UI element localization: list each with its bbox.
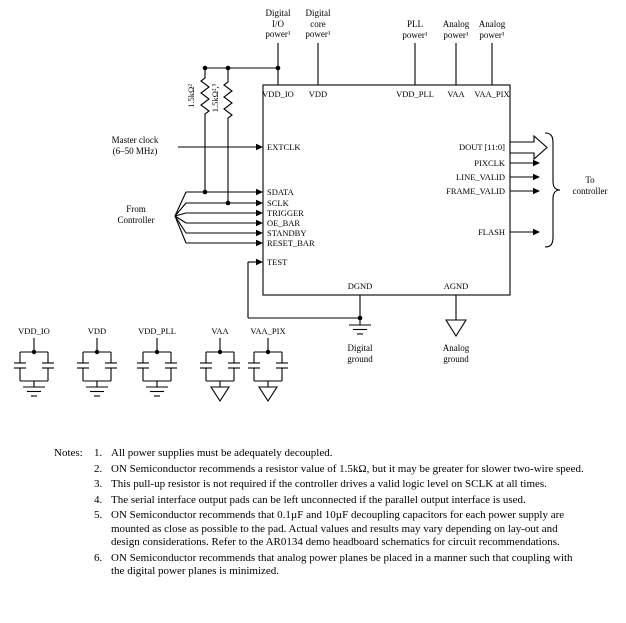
- pullup-resistor-right: [223, 68, 233, 203]
- label-master-clock: Master clock (6–50 MHz): [111, 135, 159, 156]
- note-text: This pull-up resistor is not required if…: [111, 478, 547, 490]
- pin-standby: STANDBY: [267, 228, 307, 238]
- label-to-controller: To controller: [572, 175, 608, 196]
- note-item: 5. ON Semiconductor recommends that 0.1µ…: [94, 509, 585, 550]
- pin-pixclk: PIXCLK: [474, 158, 505, 168]
- label-from-controller: From Controller: [117, 204, 155, 225]
- note-text: All power supplies must be adequately de…: [111, 447, 333, 459]
- pin-extclk: EXTCLK: [267, 142, 301, 152]
- note-text: ON Semiconductor recommends that analog …: [111, 551, 573, 578]
- note-text: The serial interface output pads can be …: [111, 493, 526, 506]
- input-wires: [174, 146, 360, 319]
- decoupling-group-vddpll: [137, 338, 177, 397]
- note-item: 4. The serial interface output pads can …: [94, 494, 585, 508]
- analog-ground-symbol: [445, 319, 467, 338]
- power-wires: [205, 43, 493, 85]
- note-item: 2. ON Semiconductor recommends a resisto…: [94, 463, 585, 477]
- digital-ground-symbol: [349, 324, 371, 335]
- sensor-chip-outline: [262, 84, 511, 296]
- output-arrowheads: [533, 159, 540, 236]
- note-number: 5.: [94, 509, 103, 521]
- pin-frame-valid: FRAME_VALID: [446, 186, 505, 196]
- pin-sdata: SDATA: [267, 187, 294, 197]
- note-item: 6. ON Semiconductor recommends that anal…: [94, 552, 585, 579]
- rail-vaa: VAA: [211, 326, 229, 336]
- pin-agnd: AGND: [443, 281, 469, 291]
- notes-list: 1. All power supplies must be adequately…: [94, 447, 585, 579]
- label-analog-ground: Analog ground: [442, 343, 470, 364]
- resistor-value-left: 1.5kΩ²: [186, 84, 196, 108]
- note-number: 1.: [94, 447, 103, 459]
- label-digital-ground: Digital ground: [347, 343, 373, 364]
- rail-vdd-io: VDD_IO: [18, 326, 50, 336]
- pin-oe-bar: OE_BAR: [267, 218, 301, 228]
- rail-vdd-pll: VDD_PLL: [138, 326, 176, 336]
- pin-flash: FLASH: [478, 227, 505, 237]
- junction-dots: [202, 65, 363, 321]
- resistor-value-right: 1.5kΩ²,³: [210, 83, 220, 113]
- pin-sclk: SCLK: [267, 198, 289, 208]
- pin-line-valid: LINE_VALID: [456, 172, 505, 182]
- pin-dgnd: DGND: [347, 281, 373, 291]
- pullup-resistor-left: [200, 68, 210, 192]
- note-number: 2.: [94, 462, 103, 475]
- label-analog-power-vaa: Analog power¹: [442, 19, 470, 40]
- dout-bus-arrow: [509, 134, 548, 161]
- note-item: 3. This pull-up resistor is not required…: [94, 478, 585, 492]
- pin-vaa-pix: VAA_PIX: [474, 89, 510, 99]
- output-group-brace: [544, 132, 561, 248]
- decoupling-group-vaapix: [248, 338, 288, 403]
- decoupling-group-vaa: [200, 338, 240, 403]
- decoupling-group-vddio: [14, 338, 54, 397]
- input-arrowheads: [256, 143, 263, 266]
- pin-dout: DOUT [11:0]: [458, 142, 505, 152]
- note-number: 6.: [94, 551, 103, 564]
- label-pll-power: PLL power¹: [402, 19, 428, 40]
- rail-vdd: VDD: [87, 326, 107, 336]
- note-number: 3.: [94, 478, 103, 490]
- label-analog-power-vaapix: Analog power¹: [478, 19, 506, 40]
- pin-vaa: VAA: [447, 89, 465, 99]
- output-wires: [509, 134, 548, 233]
- note-text: ON Semiconductor recommends a resistor v…: [111, 462, 584, 475]
- note-item: 1. All power supplies must be adequately…: [94, 447, 585, 461]
- rail-vaa-pix: VAA_PIX: [250, 326, 286, 336]
- pin-vdd-pll: VDD_PLL: [396, 89, 434, 99]
- pin-vdd-io: VDD_IO: [262, 89, 294, 99]
- ground-wires: [359, 295, 457, 325]
- label-digital-core-power: Digital core power¹: [305, 8, 331, 39]
- pin-reset-bar: RESET_BAR: [267, 238, 315, 248]
- note-number: 4.: [94, 493, 103, 506]
- note-text: ON Semiconductor recommends that 0.1µF a…: [111, 509, 565, 548]
- pin-vdd: VDD: [308, 89, 328, 99]
- pin-trigger: TRIGGER: [267, 208, 304, 218]
- label-digital-io-power: Digital I/O power¹: [265, 8, 291, 39]
- decoupling-group-vdd: [77, 338, 117, 397]
- notes-heading: Notes:: [54, 447, 83, 459]
- notes-section: Notes: 1. All power supplies must be ade…: [48, 447, 585, 581]
- pin-test: TEST: [267, 257, 288, 267]
